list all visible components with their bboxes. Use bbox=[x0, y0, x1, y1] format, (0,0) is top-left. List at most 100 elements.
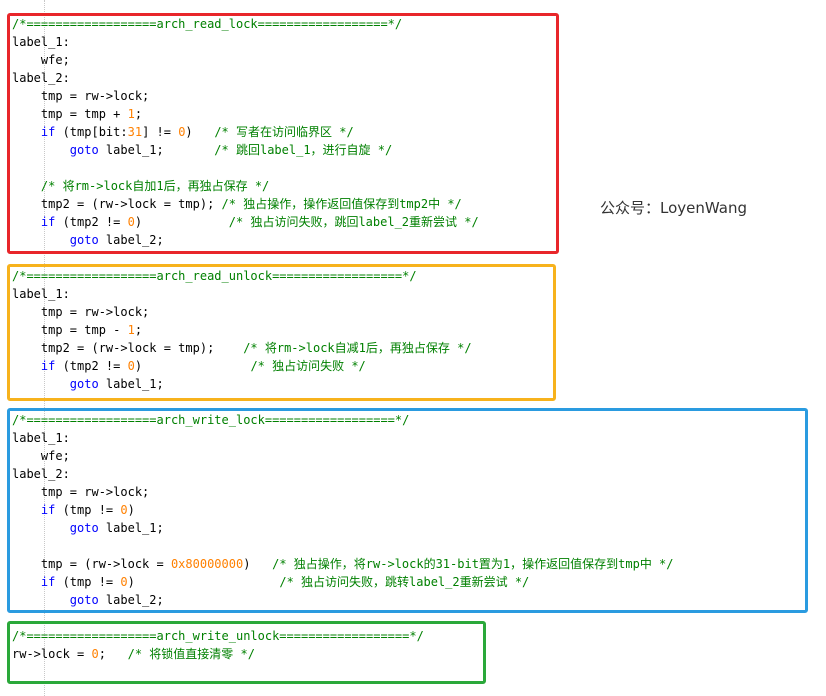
code-text: ) bbox=[134, 359, 251, 373]
arch-read-lock-frame bbox=[7, 13, 559, 254]
code-comment: /* 将锁值直接清零 */ bbox=[127, 647, 255, 661]
code-line: wfe; bbox=[12, 51, 70, 69]
code-keyword: goto bbox=[69, 377, 99, 391]
code-text: label_2: bbox=[12, 467, 70, 481]
code-text bbox=[12, 503, 41, 517]
code-text: ; bbox=[134, 323, 143, 337]
code-text: label_2; bbox=[98, 593, 164, 607]
code-text: tmp = rw->lock; bbox=[12, 485, 150, 499]
code-line: tmp = rw->lock; bbox=[12, 483, 149, 501]
code-text: label_1; bbox=[98, 521, 164, 535]
code-comment: /*==================arch_read_lock======… bbox=[12, 17, 403, 31]
arch-write-lock-frame bbox=[7, 408, 808, 613]
code-keyword: goto bbox=[69, 593, 99, 607]
code-text: tmp = (rw->lock = bbox=[12, 557, 171, 571]
code-line: tmp2 = (rw->lock = tmp); /* 独占操作，操作返回值保存… bbox=[12, 195, 462, 213]
code-line: goto label_1; /* 跳回label_1，进行自旋 */ bbox=[12, 141, 392, 159]
code-line: wfe; bbox=[12, 447, 70, 465]
indent-guide bbox=[44, 0, 45, 696]
code-comment: /* 独占操作，将rw->lock的31-bit置为1，操作返回值保存到tmp中… bbox=[272, 557, 674, 571]
code-number: 1 bbox=[127, 107, 135, 121]
code-text: label_1; bbox=[98, 377, 164, 391]
code-text bbox=[12, 593, 70, 607]
code-line: rw->lock = 0; /* 将锁值直接清零 */ bbox=[12, 645, 255, 663]
code-comment: /*==================arch_read_unlock====… bbox=[12, 269, 417, 283]
code-text: label_1; bbox=[98, 143, 215, 157]
code-comment: /*==================arch_write_lock=====… bbox=[12, 413, 410, 427]
code-text: label_2: bbox=[12, 71, 70, 85]
code-comment: /* 独占访问失败，跳转label_2重新尝试 */ bbox=[279, 575, 530, 589]
code-text: label_1: bbox=[12, 287, 70, 301]
code-keyword: if bbox=[40, 359, 56, 373]
code-text: (tmp != bbox=[55, 503, 121, 517]
code-text: (tmp != bbox=[55, 575, 121, 589]
code-comment: /* 写者在访问临界区 */ bbox=[214, 125, 354, 139]
code-comment: /*==================arch_write_unlock===… bbox=[12, 629, 424, 643]
code-line: /*==================arch_write_lock=====… bbox=[12, 411, 409, 429]
code-number: 1 bbox=[127, 323, 135, 337]
code-comment: /* 独占访问失败 */ bbox=[250, 359, 366, 373]
code-line: tmp2 = (rw->lock = tmp); /* 将rm->lock自减1… bbox=[12, 339, 472, 357]
code-number: 0 bbox=[91, 647, 99, 661]
code-line: if (tmp != 0) bbox=[12, 501, 135, 519]
code-text: rw->lock = bbox=[12, 647, 92, 661]
code-keyword: if bbox=[40, 125, 56, 139]
code-comment: /* 将rm->lock自加1后，再独占保存 */ bbox=[40, 179, 270, 193]
code-line: tmp = tmp - 1; bbox=[12, 321, 142, 339]
code-line: tmp = rw->lock; bbox=[12, 87, 149, 105]
code-keyword: goto bbox=[69, 233, 99, 247]
code-line: goto label_1; bbox=[12, 375, 164, 393]
code-line: tmp = (rw->lock = 0x80000000) /* 独占操作，将r… bbox=[12, 555, 674, 573]
arch-write-unlock-frame bbox=[7, 621, 486, 684]
code-text: tmp = rw->lock; bbox=[12, 89, 150, 103]
code-text bbox=[12, 215, 41, 229]
code-line: label_2: bbox=[12, 69, 70, 87]
code-text bbox=[12, 377, 70, 391]
code-text bbox=[12, 125, 41, 139]
code-keyword: goto bbox=[69, 521, 99, 535]
code-number: 0 bbox=[127, 359, 135, 373]
code-number: 0 bbox=[178, 125, 186, 139]
code-keyword: if bbox=[40, 215, 56, 229]
code-text: tmp = tmp - bbox=[12, 323, 128, 337]
code-line: /*==================arch_read_unlock====… bbox=[12, 267, 417, 285]
code-text: label_1: bbox=[12, 35, 70, 49]
code-line: if (tmp[bit:31] != 0) /* 写者在访问临界区 */ bbox=[12, 123, 354, 141]
code-text bbox=[12, 359, 41, 373]
watermark-text: 公众号：LoyenWang bbox=[600, 199, 747, 217]
code-text bbox=[12, 179, 41, 193]
code-text: ] != bbox=[142, 125, 179, 139]
code-line: tmp = rw->lock; bbox=[12, 303, 149, 321]
code-text: ; bbox=[134, 107, 143, 121]
code-line: if (tmp2 != 0) /* 独占访问失败 */ bbox=[12, 357, 366, 375]
code-comment: /* 跳回label_1，进行自旋 */ bbox=[214, 143, 393, 157]
code-line: tmp = tmp + 1; bbox=[12, 105, 142, 123]
code-text: ) bbox=[127, 575, 280, 589]
code-text: label_1: bbox=[12, 431, 70, 445]
code-text: tmp2 = (rw->lock = tmp); bbox=[12, 341, 244, 355]
code-line: /* 将rm->lock自加1后，再独占保存 */ bbox=[12, 177, 269, 195]
code-number: 31 bbox=[127, 125, 143, 139]
code-text: wfe; bbox=[12, 449, 70, 463]
code-line: if (tmp2 != 0) /* 独占访问失败，跳回label_2重新尝试 *… bbox=[12, 213, 479, 231]
code-text: wfe; bbox=[12, 53, 70, 67]
code-comment: /* 将rm->lock自减1后，再独占保存 */ bbox=[243, 341, 472, 355]
code-keyword: if bbox=[40, 575, 56, 589]
code-line: goto label_2; bbox=[12, 231, 164, 249]
code-line: /*==================arch_read_lock======… bbox=[12, 15, 402, 33]
arch-read-unlock-frame bbox=[7, 264, 556, 401]
code-text: tmp2 = (rw->lock = tmp); bbox=[12, 197, 222, 211]
code-number: 0 bbox=[120, 575, 128, 589]
code-text: ) bbox=[127, 503, 135, 517]
code-text: ) bbox=[134, 215, 229, 229]
code-line: if (tmp != 0) /* 独占访问失败，跳转label_2重新尝试 */ bbox=[12, 573, 529, 591]
code-comment: /* 独占操作，操作返回值保存到tmp2中 */ bbox=[221, 197, 462, 211]
code-line: goto label_2; bbox=[12, 591, 164, 609]
code-number: 0x80000000 bbox=[170, 557, 244, 571]
code-comment: /* 独占访问失败，跳回label_2重新尝试 */ bbox=[228, 215, 479, 229]
code-text: (tmp2 != bbox=[55, 359, 128, 373]
code-number: 0 bbox=[127, 215, 135, 229]
code-keyword: if bbox=[40, 503, 56, 517]
code-line: label_2: bbox=[12, 465, 70, 483]
code-line: label_1: bbox=[12, 33, 70, 51]
